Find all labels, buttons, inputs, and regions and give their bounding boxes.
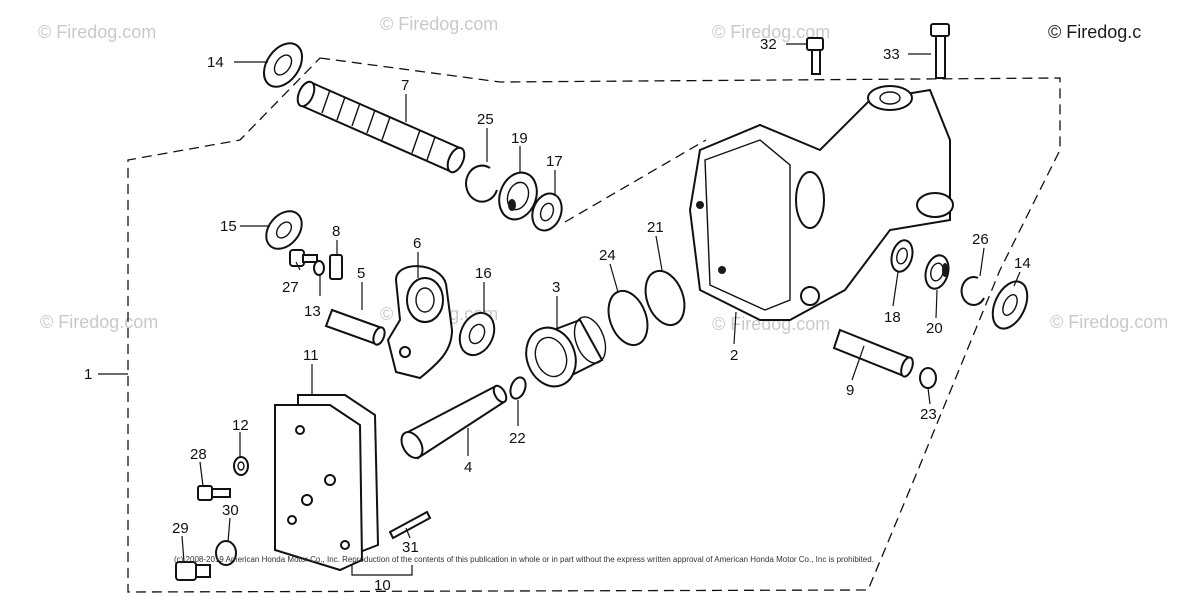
callout-12: 12: [232, 417, 249, 434]
assembly-outline: [564, 139, 707, 223]
ball-bearing: [498, 171, 538, 221]
washer: [233, 456, 249, 476]
bolt: [930, 23, 950, 79]
oil-seal: [890, 239, 914, 273]
watermark: © Firedog.com: [712, 22, 830, 42]
callout-27: 27: [282, 279, 299, 296]
watermark: © Firedog.com: [380, 14, 498, 34]
watermark: © Firedog.c: [1048, 22, 1141, 42]
callout-23: 23: [920, 406, 937, 423]
callout-24: 24: [599, 247, 616, 264]
callout-26: 26: [972, 231, 989, 248]
callout-2: 2: [730, 347, 738, 364]
fork-shaft: [400, 384, 508, 460]
callout-21: 21: [647, 219, 664, 236]
assembly-outline: [127, 57, 1061, 593]
callout-5: 5: [357, 265, 365, 282]
callout-29: 29: [172, 520, 189, 537]
callout-20: 20: [926, 320, 943, 337]
callout-33: 33: [883, 46, 900, 63]
watermark: © Firedog.com: [38, 22, 156, 42]
o-ring: [509, 376, 527, 400]
bolt: [197, 485, 231, 501]
callout-16: 16: [475, 265, 492, 282]
pin: [832, 328, 914, 378]
callout-1: 1: [84, 366, 92, 383]
washer: [265, 210, 303, 250]
lock-plate: [329, 254, 343, 280]
callout-8: 8: [332, 223, 340, 240]
callout-31: 31: [402, 539, 419, 556]
callout-13: 13: [304, 303, 321, 320]
watermark: © Firedog.com: [40, 312, 158, 332]
drain-bolt: [175, 561, 211, 581]
thrust-washer: [991, 280, 1029, 330]
sliding-sleeve: [525, 316, 607, 388]
o-ring: [644, 269, 686, 327]
pin: [324, 308, 386, 346]
callout-6: 6: [413, 235, 421, 252]
washer: [531, 192, 563, 232]
o-ring: [919, 367, 937, 389]
callout-3: 3: [552, 279, 560, 296]
copyright-notice: (c) 2008-2019 American Honda Motor Co., …: [174, 555, 874, 564]
washer-hole: [237, 461, 245, 471]
washer: [458, 311, 496, 357]
dowel-pin: [388, 510, 432, 540]
circlip: [960, 276, 985, 307]
callout-15: 15: [220, 218, 237, 235]
side-cover: [274, 404, 364, 572]
callout-19: 19: [511, 130, 528, 147]
callout-11: 11: [303, 347, 319, 364]
bolt: [806, 37, 824, 75]
callout-10: 10: [374, 577, 391, 594]
callout-22: 22: [509, 430, 526, 447]
watermark: © Firedog.com: [712, 314, 830, 334]
callout-4: 4: [464, 459, 472, 476]
washer: [313, 260, 325, 276]
callout-7: 7: [401, 77, 409, 94]
callout-18: 18: [884, 309, 901, 326]
shift-fork: [386, 265, 454, 380]
callout-32: 32: [760, 36, 777, 53]
callout-14: 14: [207, 54, 224, 71]
callout-30: 30: [222, 502, 239, 519]
callout-28: 28: [190, 446, 207, 463]
thrust-washer: [262, 42, 304, 88]
sealing-washer: [215, 540, 237, 566]
callout-14: 14: [1014, 255, 1031, 272]
circlip: [465, 164, 498, 203]
needle-bearing: [924, 254, 950, 290]
bolt: [289, 249, 318, 267]
output-shaft: [296, 80, 466, 174]
transmission-housing: [688, 85, 954, 321]
leader-lines: [98, 43, 1021, 576]
callout-9: 9: [846, 382, 854, 399]
callout-17: 17: [546, 153, 563, 170]
callout-25: 25: [477, 111, 494, 128]
watermark: © Firedog.com: [1050, 312, 1168, 332]
